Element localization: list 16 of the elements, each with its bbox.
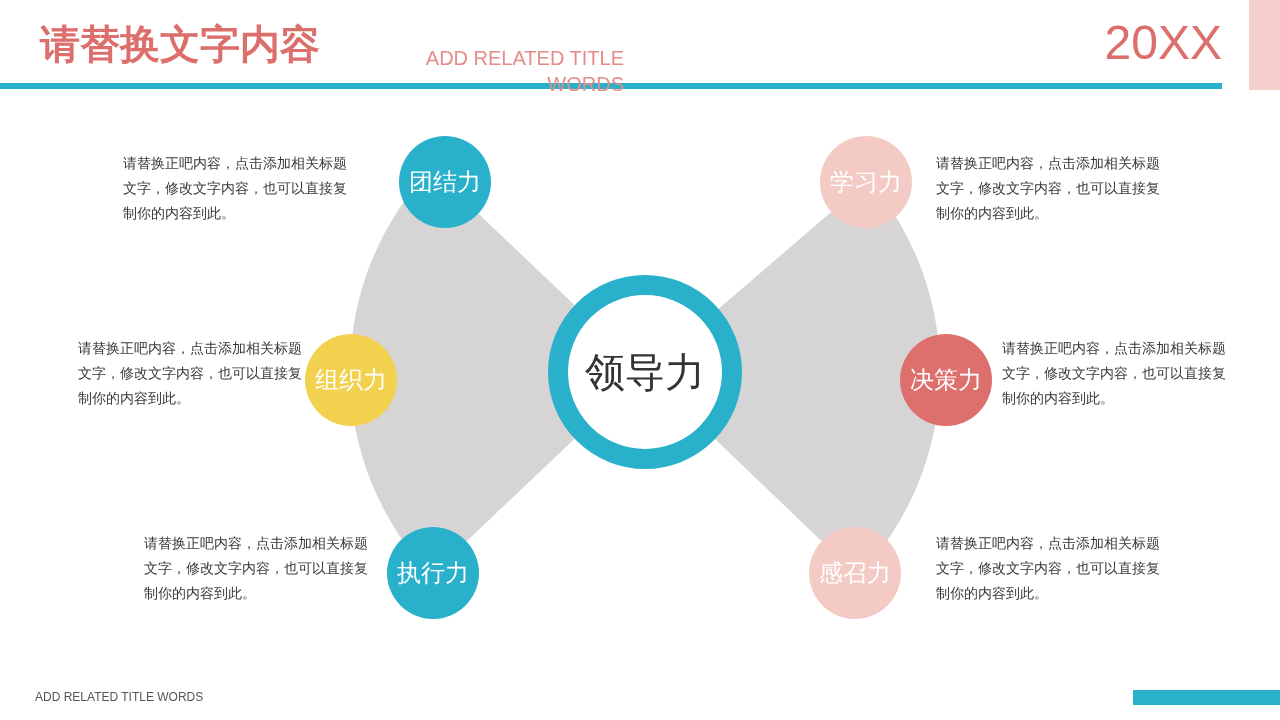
node-label: 决策力 xyxy=(910,365,982,395)
node-label: 领导力 xyxy=(585,349,705,396)
node-label: 团结力 xyxy=(409,167,481,197)
node-label: 执行力 xyxy=(397,558,469,588)
slide-title: 请替换文字内容 xyxy=(40,21,320,68)
footer-text: ADD RELATED TITLE WORDS xyxy=(35,689,204,706)
node-label: 组织力 xyxy=(315,365,387,395)
description-text: 请替换正吧内容，点击添加相关标题文字，修改文字内容，也可以直接复制你的内容到此。 xyxy=(78,339,303,408)
node-label: 感召力 xyxy=(819,558,891,588)
year-text: 20XX xyxy=(1104,15,1222,71)
description-text: 请替换正吧内容，点击添加相关标题文字，修改文字内容，也可以直接复制你的内容到此。 xyxy=(1002,339,1227,408)
description-text: 请替换正吧内容，点击添加相关标题文字，修改文字内容，也可以直接复制你的内容到此。 xyxy=(144,534,369,603)
node-label: 学习力 xyxy=(830,167,902,197)
description-text: 请替换正吧内容，点击添加相关标题文字，修改文字内容，也可以直接复制你的内容到此。 xyxy=(936,534,1161,603)
description-text: 请替换正吧内容，点击添加相关标题文字，修改文字内容，也可以直接复制你的内容到此。 xyxy=(123,154,348,223)
description-text: 请替换正吧内容，点击添加相关标题文字，修改文字内容，也可以直接复制你的内容到此。 xyxy=(936,154,1161,223)
